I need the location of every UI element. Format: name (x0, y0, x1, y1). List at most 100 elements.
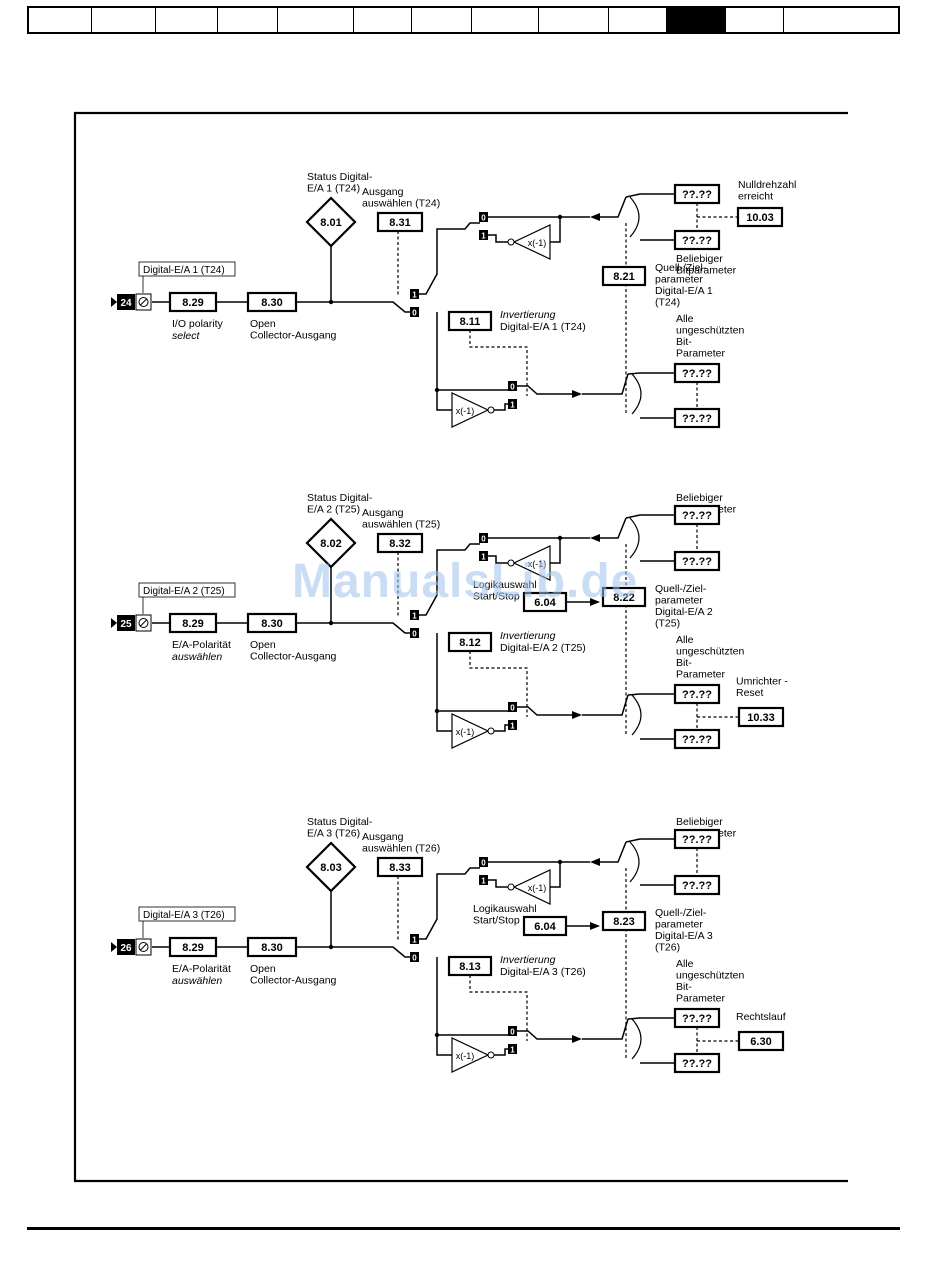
top-bottom-label: Beliebiger (676, 253, 723, 265)
bottom-label: Alle (676, 634, 694, 646)
terminal-26: 26 (120, 943, 132, 954)
invert-label-italic: Invertierung (500, 309, 556, 321)
upper-switch-1-tag (479, 875, 488, 885)
wire (419, 222, 480, 295)
upper-switch-0-tag (479, 212, 488, 222)
wire (625, 838, 674, 843)
header-tab-3[interactable] (156, 8, 218, 32)
header-tab-9[interactable] (539, 8, 609, 32)
bottom-label: Alle (676, 313, 694, 325)
source-label: Quell-/Ziel- (655, 262, 707, 274)
header-tab-7[interactable] (412, 8, 472, 32)
lower-switch-0: 0 (510, 704, 515, 713)
source-label: parameter (655, 919, 703, 931)
top-label: Beliebiger (676, 816, 723, 828)
select-param-box (376, 532, 424, 554)
lower-inverter-triangle (451, 713, 490, 749)
header-tab-8[interactable] (472, 8, 539, 32)
junction-dot (557, 214, 563, 220)
lower-inverter-bubble (487, 1051, 495, 1059)
select-param: 8.31 (389, 217, 410, 229)
upper-switch-1: 1 (481, 877, 486, 886)
header-tab-1[interactable] (29, 8, 92, 32)
bottom-label: Alle (676, 958, 694, 970)
terminal-26-box (117, 939, 135, 955)
lower-switch-0-tag (508, 1026, 517, 1036)
top-param-1: ??.?? (682, 510, 712, 522)
top-bottom-label: Bitparameter (676, 265, 737, 277)
bottom-right-param: 6.30 (750, 1036, 771, 1048)
oc-label: Open (250, 639, 276, 651)
bottom-right-param: 10.33 (747, 712, 775, 724)
arrow-head (590, 534, 600, 542)
bottom-param-2-box (673, 407, 721, 429)
logic-param: 6.04 (534, 921, 556, 933)
invert-label-italic: Invertierung (500, 630, 556, 642)
terminal-25-screw-slot (140, 619, 147, 627)
bottom-label: Bit- (676, 336, 692, 348)
terminal-24: 24 (120, 298, 132, 309)
arrow-head (590, 598, 600, 606)
upper-inverter-bubble (507, 238, 515, 246)
switch-0-tag-tag (410, 628, 419, 638)
select-label: auswählen (T24) (362, 198, 440, 210)
polarity-label: I/O polarity (172, 318, 224, 330)
header-tab-12[interactable] (726, 8, 784, 32)
wire (494, 724, 508, 732)
lower-inverter: x(-1) (456, 1051, 475, 1061)
junction-dot (557, 535, 563, 541)
switch-1-tag: 1 (412, 612, 417, 621)
lower-inverter: x(-1) (456, 727, 475, 737)
header-tab-2[interactable] (92, 8, 156, 32)
lower-switch-1: 1 (510, 1046, 515, 1055)
status-param: 8.01 (320, 217, 341, 229)
bottom-label: ungeschützten (676, 646, 744, 658)
lower-inverter-bubble (487, 727, 495, 735)
header-tab-6[interactable] (354, 8, 412, 32)
top-param-2: ??.?? (682, 235, 712, 247)
select-param: 8.32 (389, 538, 410, 550)
lower-switch-1: 1 (510, 722, 515, 731)
switch-1-tag: 1 (412, 936, 417, 945)
wire (627, 693, 674, 696)
invert-label: Digital-E/A 3 (T26) (500, 966, 586, 978)
logic-label: Logikauswahl (473, 579, 537, 591)
upper-switch-1-tag (479, 230, 488, 240)
select-param: 8.33 (389, 862, 410, 874)
wire (488, 234, 508, 243)
wire (436, 390, 452, 411)
lower-switch-0: 0 (510, 1028, 515, 1037)
selector-arc (631, 373, 642, 415)
switch-1-tag-tag (410, 610, 419, 620)
wire (550, 217, 561, 243)
header-tab-10[interactable] (609, 8, 667, 32)
top-label: Beliebiger (676, 492, 723, 504)
header-tab-4[interactable] (218, 8, 278, 32)
oc-label: Collector-Ausgang (250, 330, 337, 342)
logic-param: 6.04 (534, 597, 556, 609)
wire (494, 403, 508, 411)
wire (627, 1017, 674, 1020)
selector-arc (631, 1018, 642, 1060)
terminal-label: Digital-E/A 2 (T25) (143, 586, 225, 597)
oc-label: Collector-Ausgang (250, 975, 337, 987)
source-label: Digital-E/A 3 (655, 930, 713, 942)
header-tab-5[interactable] (278, 8, 354, 32)
wire (550, 862, 561, 888)
header-tab-11[interactable] (667, 8, 726, 32)
select-label: auswählen (T26) (362, 843, 440, 855)
wire (582, 373, 629, 395)
source-label: Digital-E/A 2 (655, 606, 713, 618)
status-label: E/A 1 (T24) (307, 183, 360, 195)
upper-switch-1: 1 (481, 553, 486, 562)
wire (517, 385, 580, 395)
upper-switch-0: 0 (481, 214, 486, 223)
source-label: (T25) (655, 618, 680, 630)
terminal-24-screw-head (138, 297, 149, 307)
polarity-label-italic: auswählen (172, 651, 222, 663)
bottom-right-label: Umrichter - (736, 676, 788, 688)
terminal-25-box (117, 615, 135, 631)
terminal-label: Digital-E/A 1 (T24) (143, 265, 225, 276)
terminal-26-screw-slot (140, 943, 147, 951)
